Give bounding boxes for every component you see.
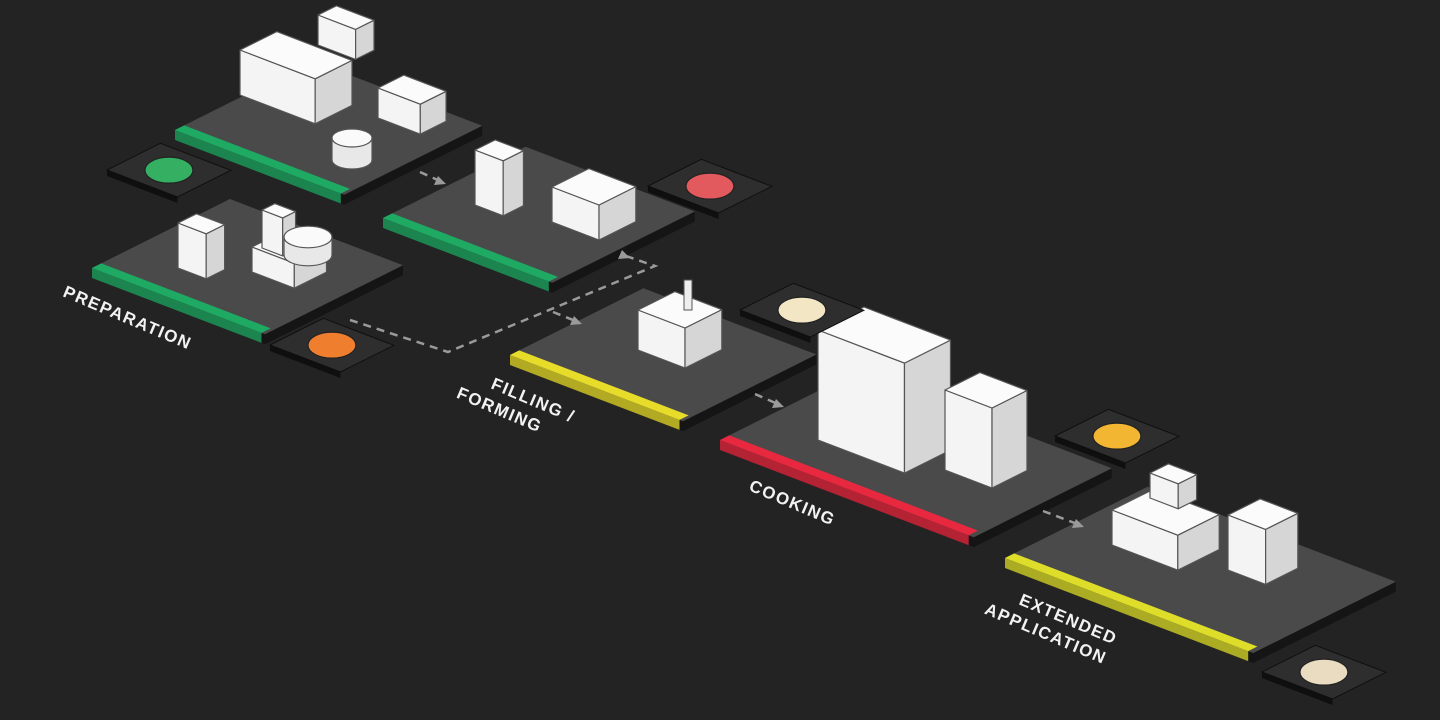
platform-top [92, 199, 403, 335]
steamer-basket-icon [1092, 422, 1142, 450]
machine-top [317, 5, 375, 30]
tile-edge [740, 310, 811, 343]
steamer-cabinet [944, 371, 1028, 489]
stage-color-strip [1005, 553, 1258, 652]
ingredient-tile [738, 282, 866, 343]
machine-top [239, 31, 353, 80]
meat-grinder-machine [474, 139, 525, 217]
packaged-buns-icon [1299, 658, 1349, 686]
platform-edge [720, 440, 1112, 548]
tile-edge [107, 170, 178, 203]
meat-mixer-machine [551, 168, 637, 241]
machine-front [474, 149, 504, 217]
platform-top [1005, 486, 1396, 654]
dough-mixer-bowl [283, 225, 333, 267]
stage-color-strip-edge [720, 440, 969, 546]
flow-arrow-filling-to-cooking [754, 392, 781, 407]
machine-top [177, 213, 226, 235]
flow-arrow-cooking-to-extended [1042, 509, 1081, 527]
machine-top [1227, 498, 1299, 531]
packing-machine-head [1149, 463, 1198, 510]
forming-hopper [683, 279, 693, 311]
flour-bag-icon [307, 331, 357, 359]
ingredient-tile [105, 142, 233, 203]
machine-side [502, 150, 525, 217]
machine-top [261, 202, 297, 219]
stage-color-strip-edge [1005, 558, 1249, 662]
tile-edge [1055, 436, 1126, 469]
platform-top [383, 146, 695, 283]
proofing-cabinet [817, 306, 952, 474]
tile-edge [648, 186, 719, 219]
arrowhead-icon [570, 316, 582, 325]
stage-color-strip [510, 350, 689, 420]
platform-meat-prep [383, 146, 695, 293]
stage-color-strip [720, 435, 978, 536]
machine-top [377, 74, 447, 105]
stage-color-strip [175, 125, 351, 194]
flour-sifter-machine [177, 213, 226, 280]
stage-color-strip-edge [510, 355, 680, 430]
arrowhead-icon [1072, 519, 1084, 528]
vegetable-icon [144, 156, 194, 184]
tile-edge [1262, 672, 1333, 705]
ingredient-tile [1260, 644, 1388, 705]
tumbler-mixer-machine [239, 31, 353, 125]
stage-color-strip-edge [175, 130, 341, 204]
machine-top [551, 168, 637, 206]
platform-preparation [92, 199, 403, 345]
bowl-machine [331, 128, 373, 170]
arrowhead-icon [618, 250, 630, 259]
tile-edge [270, 345, 341, 378]
platform-edge [1005, 558, 1396, 664]
platform-edge [383, 211, 695, 293]
arrowhead-icon [434, 176, 446, 185]
machine-top [283, 225, 333, 249]
bun-icon [777, 296, 827, 324]
machine-top [944, 371, 1028, 409]
machine-top [1149, 463, 1198, 485]
ingredient-tile [268, 317, 396, 378]
vegetable-cutter-machine [377, 74, 447, 135]
flow-arrow-prep-to-filling [349, 254, 659, 354]
platform-extended [1005, 486, 1396, 664]
machine-top [474, 139, 525, 162]
packing-machine [1111, 488, 1220, 571]
stage-color-strip-edge [383, 218, 549, 292]
flow-arrow-into-filling [552, 310, 579, 324]
machine-top [1111, 488, 1220, 536]
meat-icon [685, 172, 735, 200]
stage-color-strip-edge [92, 268, 262, 343]
stage-color-strip [92, 263, 271, 333]
control-panel [317, 5, 375, 61]
stage-color-strip [383, 213, 559, 282]
sealing-machine [1227, 498, 1299, 586]
bun-forming-machine [637, 291, 723, 369]
ingredient-tile [1053, 408, 1181, 469]
ingredient-tile [646, 158, 774, 219]
machine-top [637, 291, 723, 329]
arrowhead-icon [772, 399, 784, 408]
machine-top [331, 128, 373, 148]
